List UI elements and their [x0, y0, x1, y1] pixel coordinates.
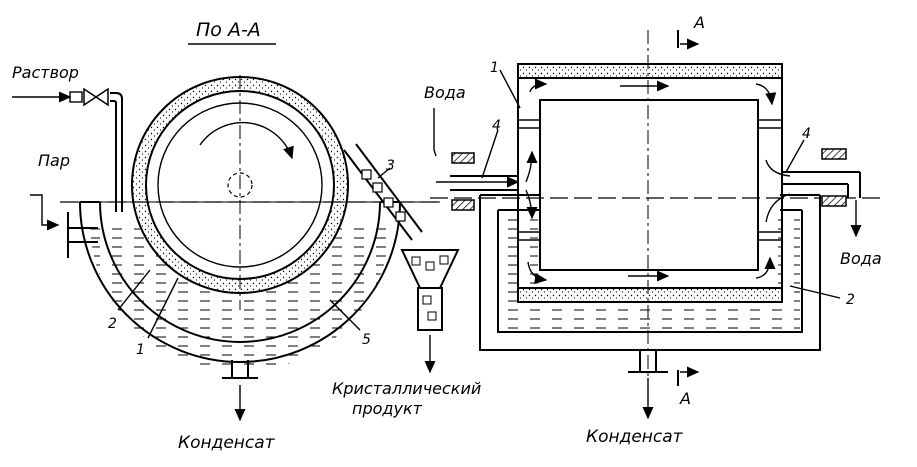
- steam-inlet: [30, 194, 98, 258]
- drum-core: [539, 99, 759, 271]
- water-inlet: [433, 108, 520, 211]
- label-product-line1: Кристаллический: [332, 379, 481, 398]
- condensate-outlet-left: [222, 360, 258, 422]
- trough-wall: [79, 201, 401, 363]
- condensate-outlet-right: [628, 350, 668, 420]
- drum-top-layer: [517, 63, 783, 79]
- number-3: 3: [386, 158, 395, 174]
- number-1-left: 1: [136, 342, 145, 358]
- number-2-right: 2: [846, 292, 855, 308]
- left-view: [12, 75, 460, 422]
- number-4-left: 4: [492, 118, 501, 134]
- right-view: [430, 30, 880, 420]
- section-marks: [677, 30, 700, 386]
- bearing-left-bottom: [451, 199, 475, 211]
- solution-feed-pipe: [12, 87, 123, 212]
- drum-hub: [227, 172, 253, 198]
- bearing-right-bottom: [821, 195, 847, 207]
- label-solution: Раствор: [12, 63, 79, 82]
- label-water-in: Вода: [424, 83, 466, 102]
- bearing-left-top: [451, 152, 475, 164]
- drum-bottom-layer: [517, 287, 783, 303]
- number-2-left: 2: [108, 316, 117, 332]
- section-mark-top: А: [693, 13, 705, 32]
- label-steam: Пар: [38, 151, 70, 170]
- number-4-right: 4: [802, 126, 811, 142]
- label-product-line2: продукт: [352, 399, 423, 418]
- number-5: 5: [362, 332, 371, 348]
- label-condensate-right: Конденсат: [586, 427, 684, 447]
- number-1-right: 1: [490, 60, 499, 76]
- section-title: По А-А: [196, 19, 261, 41]
- scraper-chute: [343, 143, 460, 374]
- bearing-right-top: [821, 148, 847, 160]
- rotation-arrow: [199, 121, 294, 160]
- water-outlet: [782, 148, 862, 238]
- labels: По А-А Раствор Пар Конденсат Кристалличе…: [12, 13, 882, 453]
- vessel: [479, 195, 821, 351]
- label-condensate-left: Конденсат: [178, 433, 276, 453]
- label-water-out: Вода: [840, 249, 882, 268]
- section-mark-bottom: А: [679, 389, 691, 408]
